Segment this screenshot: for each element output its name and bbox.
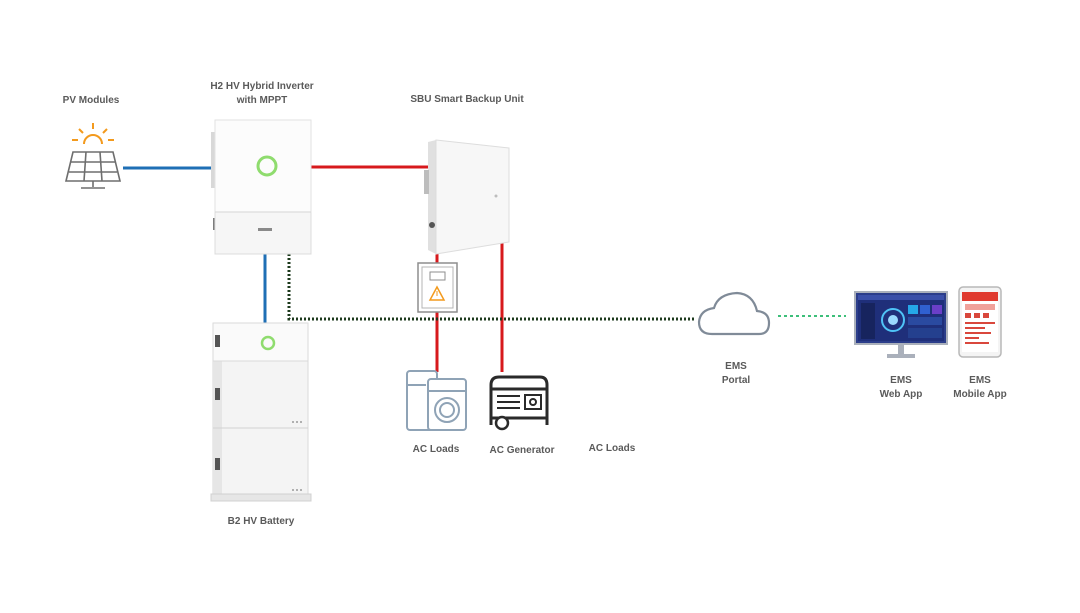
breaker-icon: [417, 262, 458, 313]
label-ems-portal-line2: Portal: [721, 375, 751, 386]
label-ac-loads-right: AC Loads: [588, 443, 636, 454]
smartphone-icon: [958, 286, 1002, 358]
label-ac-loads-left: AC Loads: [412, 444, 460, 455]
generator-icon: [489, 375, 549, 431]
label-ac-generator: AC Generator: [489, 445, 555, 456]
label-sbu: SBU Smart Backup Unit: [410, 94, 524, 105]
battery-stack: [210, 322, 312, 502]
comm-line-inverter-portal: [287, 254, 695, 321]
label-ems-mobile-line1: EMS: [969, 375, 991, 386]
monitor-icon: [854, 291, 948, 358]
cloud-icon: [697, 291, 771, 336]
label-ems-mobile-line2: Mobile App: [953, 389, 1007, 400]
solar-panel-icon: [64, 123, 122, 189]
label-ems-web-line1: EMS: [890, 375, 912, 386]
washing-machine-icon: [406, 370, 467, 431]
smart-backup-unit: [424, 139, 510, 255]
label-inverter-line1: H2 HV Hybrid Inverter: [210, 81, 314, 92]
label-battery: B2 HV Battery: [227, 516, 295, 527]
hybrid-inverter: [211, 119, 312, 255]
label-ems-web-line2: Web App: [879, 389, 923, 400]
label-inverter-line2: with MPPT: [236, 95, 288, 106]
label-pv-modules: PV Modules: [62, 95, 120, 106]
label-ems-portal-line1: EMS: [725, 361, 747, 372]
